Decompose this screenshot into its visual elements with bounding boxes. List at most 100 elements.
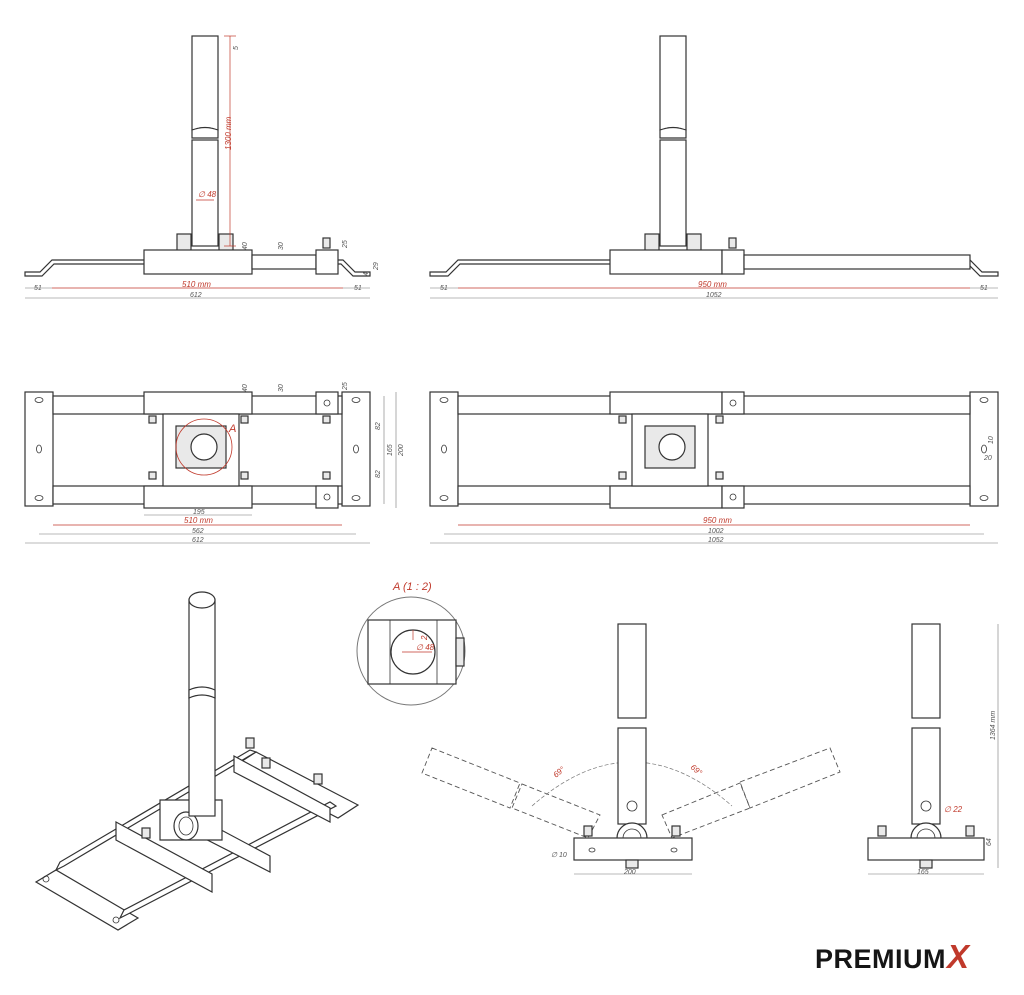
slide-block (609, 249, 723, 275)
dim-holes: 562 (192, 528, 204, 535)
dim-hole-w: 10 (988, 436, 995, 444)
dim-height: 1300 mm (224, 116, 233, 150)
dim-total: 1052 (706, 292, 722, 299)
dim-rail-h: 25 (342, 240, 349, 249)
base-plate-back (234, 751, 360, 819)
dim-clamp-h: 40 (242, 384, 249, 392)
dim-width: 165 (917, 869, 929, 876)
detail-bolt (455, 637, 465, 667)
dim-total: 612 (192, 537, 204, 544)
dim-width: 200 (623, 869, 636, 876)
dim-clamp-w: 30 (278, 242, 285, 250)
end-block-bottom (721, 485, 745, 509)
top-view-short: A 40 30 25 82 165 200 82 195 510 mm 562 … (24, 382, 405, 544)
mast-break (191, 126, 219, 139)
end-block (315, 249, 339, 275)
slide-block-bottom (609, 485, 723, 509)
bolt (322, 237, 331, 249)
tilt-angle-right: 69° (689, 763, 705, 778)
detail-ref: A (228, 423, 236, 435)
mast-lower (911, 727, 941, 825)
mast-upper (911, 623, 941, 719)
mast-section (658, 433, 686, 461)
mast-lower (617, 727, 647, 825)
dim-hole: ∅ 22 (944, 805, 963, 814)
detail-gap: 2 (420, 635, 429, 641)
pivot-base (867, 837, 985, 861)
dim-clamp-h: 40 (242, 242, 249, 250)
base-plate-front (34, 869, 140, 931)
mast-ghost-left (421, 747, 521, 809)
mast-top (188, 591, 216, 609)
mast-ghost-right (739, 747, 841, 809)
dim-outer: 200 (398, 444, 405, 457)
tilt-angle-left: 69° (552, 764, 568, 779)
end-plate-left (24, 391, 54, 507)
slide-block-back (233, 754, 331, 823)
dim-top: 5 (233, 46, 240, 50)
mast-upper (191, 35, 219, 131)
dim-inner: 165 (387, 444, 394, 456)
mast-break (188, 686, 216, 699)
dim-rail-h: 25 (342, 382, 349, 391)
dim-holes: 1002 (708, 528, 724, 535)
dim-span: 950 mm (703, 516, 732, 525)
end-plate-left (429, 391, 459, 507)
slide-block (143, 249, 253, 275)
end-block-top (721, 391, 745, 415)
mast-upper (659, 35, 687, 131)
dim-total: 612 (190, 292, 202, 299)
brand-name: PREMIUM (815, 944, 946, 974)
mast (188, 599, 216, 817)
end-block (721, 249, 745, 275)
slide-block-bottom (143, 485, 253, 509)
end-plate-right (341, 391, 371, 507)
clamp-ring (173, 811, 199, 841)
dim-clamp-w: 30 (278, 384, 285, 392)
clamp-left (644, 233, 660, 253)
end-block-top (315, 391, 339, 415)
front-view-short: 1300 mm 5 ∅ 48 40 30 25 29 4 51 510 mm 5… (24, 35, 380, 299)
dim-plate-h: 29 (373, 262, 380, 271)
slide-tube (743, 254, 971, 270)
dim-base-h: 64 (986, 838, 993, 846)
isometric-view (34, 591, 360, 931)
brand-logo: PREMIUMX (815, 938, 970, 976)
slide-tube (251, 254, 317, 270)
dim-diameter: ∅ 48 (198, 190, 217, 199)
mast-section (190, 433, 218, 461)
mast-upper (617, 623, 647, 719)
end-block-bottom (315, 485, 339, 509)
detail-view-a: A (1 : 2) 2 ∅ 48 (356, 581, 466, 706)
bolt (728, 237, 737, 249)
dim-edge-left: 51 (34, 285, 42, 292)
dim-plate-t: 4 (363, 272, 370, 276)
detail-title: A (1 : 2) (392, 581, 432, 593)
dim-span: 510 mm (182, 280, 211, 289)
slide-block-top (143, 391, 253, 415)
dim-height: 1364 mm (990, 711, 997, 740)
dim-span: 950 mm (698, 280, 727, 289)
detail-circle (175, 418, 233, 476)
dim-gap-bottom: 82 (375, 470, 382, 478)
end-plate-right (969, 391, 999, 507)
mast-lower (659, 139, 687, 247)
clamp-right (686, 233, 702, 253)
rail-back (118, 801, 338, 920)
dim-span: 510 mm (184, 516, 213, 525)
dim-edge-left: 51 (440, 285, 448, 292)
side-view: 1364 mm ∅ 22 64 165 (867, 623, 999, 876)
mast-lower (191, 139, 219, 247)
dim-clamp-len: 195 (193, 509, 205, 516)
tilt-view: 69° 69° ∅ 10 200 (421, 623, 841, 876)
clamp-right (218, 233, 234, 253)
pivot-base (573, 837, 693, 861)
brand-mark: X (947, 938, 970, 975)
mast-break (659, 126, 687, 139)
dim-gap-top: 82 (375, 422, 382, 430)
dim-edge-right: 51 (354, 285, 362, 292)
top-view-long: 10 20 950 mm 1002 1052 (429, 391, 999, 544)
detail-diameter: ∅ 48 (416, 643, 435, 652)
slide-block-front (115, 820, 213, 894)
dim-hole-h: 20 (983, 455, 992, 462)
